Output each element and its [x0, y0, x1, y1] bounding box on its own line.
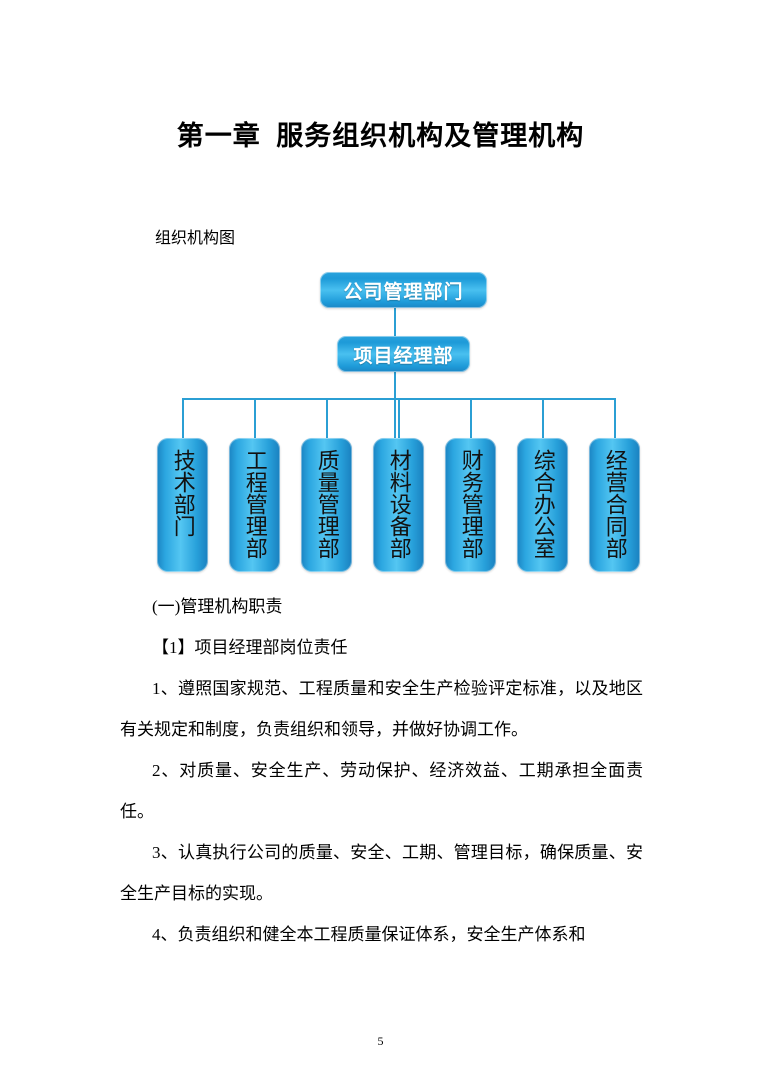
org-chart: 公司管理部门 项目经理部 技术部门 工程管理部 质量管理部 材料设备部 财务管理…: [150, 262, 650, 587]
duty-item: 2、对质量、安全生产、劳动保护、经济效益、工期承担全面责任。: [120, 761, 643, 821]
connector-second-to-bus: [394, 372, 396, 438]
connector-drop-4: [398, 398, 400, 439]
org-node-department: 技术部门: [157, 438, 208, 572]
connector-drop-1: [182, 398, 184, 439]
org-node-label: 财务管理部: [458, 449, 484, 559]
connector-drop-6: [542, 398, 544, 439]
connector-drop-7: [614, 398, 616, 439]
org-node-label: 材料设备部: [386, 449, 412, 559]
org-node-label: 技术部门: [170, 449, 196, 537]
org-node-department: 经营合同部: [589, 438, 640, 572]
org-node-label: 综合办公室: [530, 449, 556, 559]
org-node-department: 材料设备部: [373, 438, 424, 572]
section-heading-responsibilities: (一)管理机构职责: [152, 597, 283, 616]
connector-drop-3: [326, 398, 328, 439]
page-number: 5: [377, 1034, 384, 1048]
org-node-project-manager-dept: 项目经理部: [337, 336, 470, 372]
org-node-label: 质量管理部: [314, 449, 340, 559]
connector-drop-2: [254, 398, 256, 439]
org-node-department: 财务管理部: [445, 438, 496, 572]
connector-top-to-second: [394, 308, 396, 336]
page-title: 第一章 服务组织机构及管理机构: [176, 121, 585, 152]
section-subheading-duties: 【1】项目经理部岗位责任: [152, 638, 348, 657]
org-node-company-management: 公司管理部门: [320, 272, 487, 308]
duty-item: 3、认真执行公司的质量、安全、工期、管理目标，确保质量、安全生产目标的实现。: [120, 843, 643, 903]
duty-item: 4、负责组织和健全本工程质量保证体系，安全生产体系和: [152, 925, 586, 944]
org-node-department: 质量管理部: [301, 438, 352, 572]
body-content: (一)管理机构职责 【1】项目经理部岗位责任 1、遵照国家规范、工程质量和安全生…: [0, 586, 761, 955]
duty-item: 1、遵照国家规范、工程质量和安全生产检验评定标准，以及地区有关规定和制度，负责组…: [120, 679, 643, 739]
org-node-label: 经营合同部: [602, 449, 628, 559]
org-node-label: 工程管理部: [242, 449, 268, 559]
chart-caption: 组织机构图: [155, 230, 236, 247]
connector-drop-5: [470, 398, 472, 439]
org-node-department: 工程管理部: [229, 438, 280, 572]
org-node-department: 综合办公室: [517, 438, 568, 572]
